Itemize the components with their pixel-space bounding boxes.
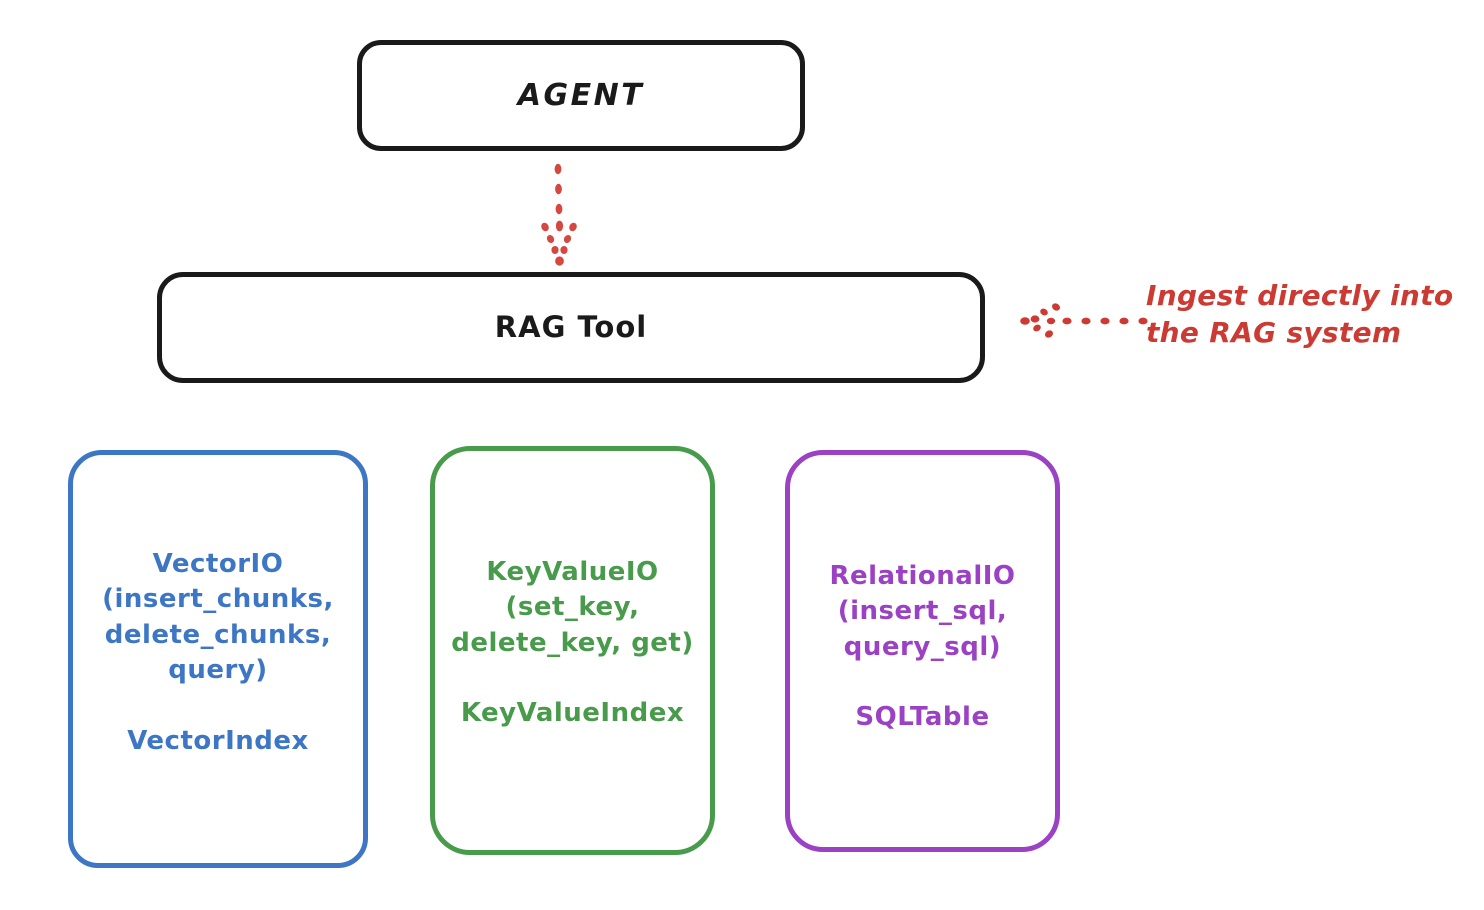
node-agent-label: AGENT <box>517 78 645 113</box>
node-vector-io-label: VectorIO (insert_chunks, delete_chunks, … <box>102 549 334 756</box>
node-relational-io[interactable]: RelationalIO (insert_sql, query_sql) SQL… <box>785 450 1060 852</box>
node-rag-tool-label: RAG Tool <box>494 309 648 344</box>
node-relational-io-label: RelationalIO (insert_sql, query_sql) SQL… <box>829 561 1016 733</box>
agent-to-rag-tool-arrow <box>541 163 577 266</box>
node-key-value-io-label: KeyValueIO (set_key, delete_key, get) Ke… <box>451 557 694 729</box>
node-key-value-io[interactable]: KeyValueIO (set_key, delete_key, get) Ke… <box>430 446 715 855</box>
annotation-ingest: Ingest directly into the RAG system <box>1146 279 1454 349</box>
node-agent[interactable]: AGENT <box>357 40 805 151</box>
ingest-pointer-arrow <box>1020 303 1148 338</box>
node-rag-tool[interactable]: RAG Tool <box>157 272 985 383</box>
node-vector-io[interactable]: VectorIO (insert_chunks, delete_chunks, … <box>68 450 368 868</box>
